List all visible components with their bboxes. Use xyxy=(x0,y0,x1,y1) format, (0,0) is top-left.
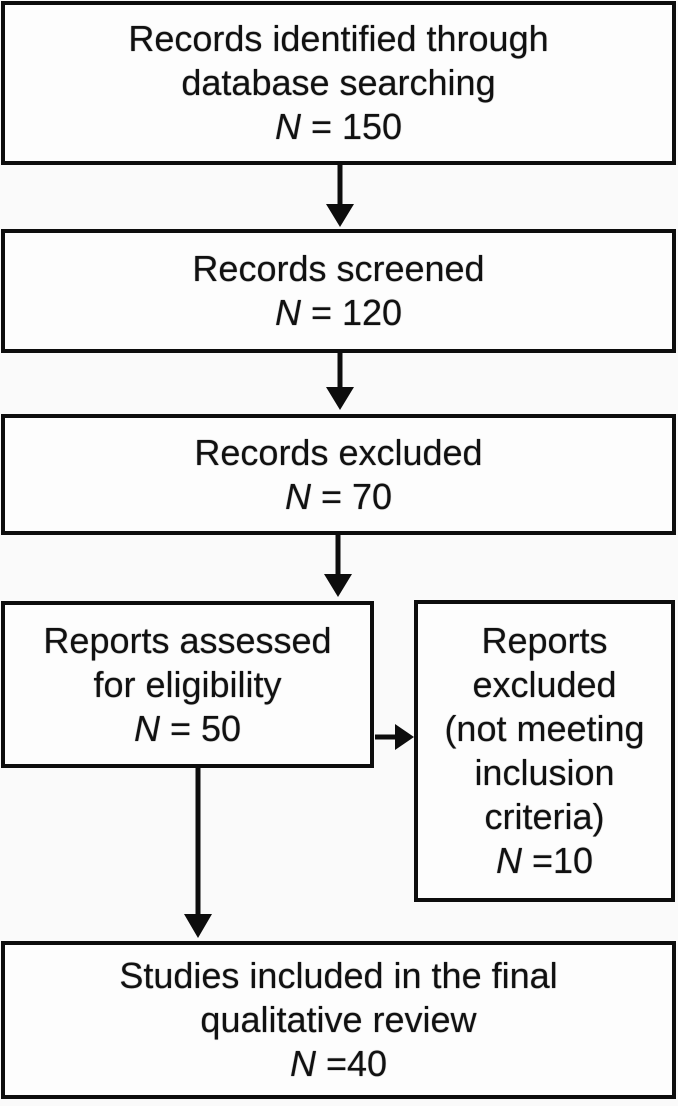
box-records-screened-count: N = 120 xyxy=(274,292,403,333)
box-records-excluded: Records excluded N = 70 xyxy=(1,414,676,535)
arrow-screened-to-excluded xyxy=(326,352,354,410)
box-records-excluded-count: N = 70 xyxy=(284,475,393,517)
box-records-screened-label: Records screened xyxy=(192,248,485,289)
arrow-assessed-to-included xyxy=(184,768,212,938)
arrow-identified-to-screened xyxy=(326,165,354,227)
box-records-identified-count: N = 150 xyxy=(274,106,403,147)
box-records-excluded-label: Records excluded xyxy=(194,431,483,473)
box-records-screened: Records screened N = 120 xyxy=(1,229,676,353)
box-reports-assessed-count: N = 50 xyxy=(133,707,242,749)
arrow-excluded-to-assessed xyxy=(324,535,352,597)
box-studies-included-count: N =40 xyxy=(289,1043,388,1084)
box-reports-excluded-count: N =10 xyxy=(495,840,594,881)
arrow-assessed-to-reports-excluded xyxy=(375,724,414,750)
